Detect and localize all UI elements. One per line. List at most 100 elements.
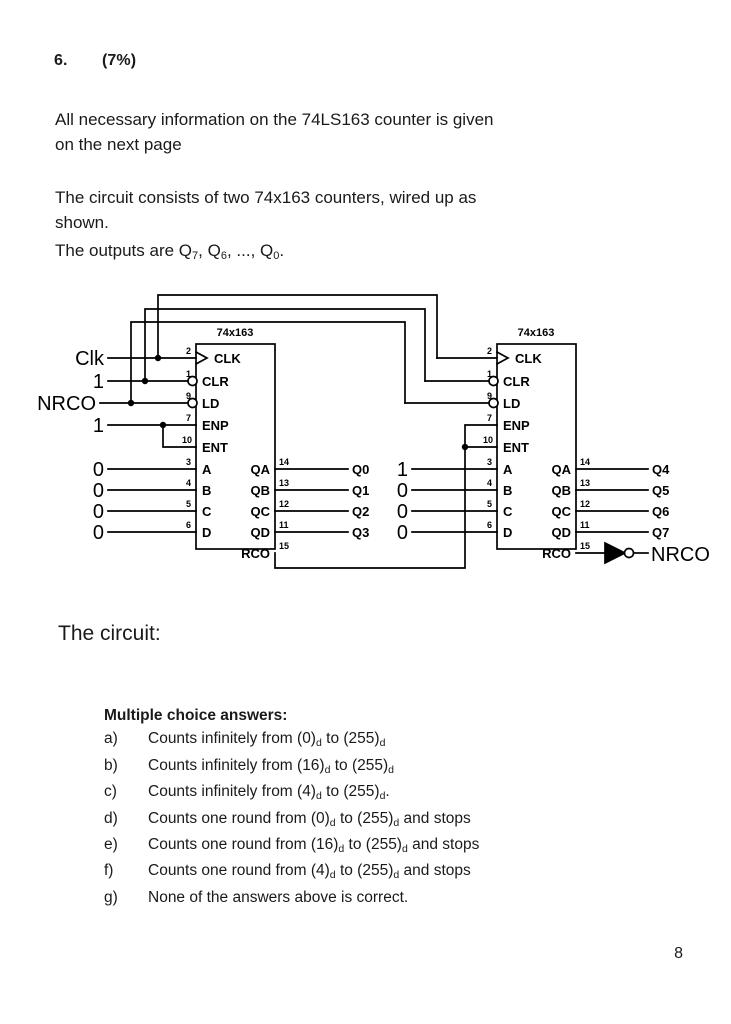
svg-text:1: 1 — [186, 369, 191, 379]
schematic-labels: 74x163 74x163 2 1 9 7 10 3 4 5 6 CLK — [37, 327, 710, 566]
answer-text-d: Counts one round from (0)d to (255)d and… — [148, 809, 471, 829]
wire-rco-to-ent — [274, 446, 498, 569]
circuit-diagram: 74x163 74x163 2 1 9 7 10 3 4 5 6 CLK — [0, 278, 731, 578]
svg-text:C: C — [503, 504, 513, 519]
inverter-bubble — [623, 547, 635, 559]
svg-text:3: 3 — [186, 457, 191, 467]
svg-text:ENP: ENP — [503, 418, 530, 433]
svg-text:Q7: Q7 — [652, 525, 669, 540]
svg-text:ENT: ENT — [503, 440, 529, 455]
svg-text:9: 9 — [186, 391, 191, 401]
multiple-choice-title: Multiple choice answers: — [104, 707, 288, 724]
answer-option-c[interactable]: c)Counts infinitely from (4)d to (255)d. — [104, 781, 479, 807]
answer-option-a[interactable]: a) Counts infinitely from (0)d to (255)d — [104, 728, 479, 754]
answer-text-a: Counts infinitely from (0)d to (255)d — [148, 730, 386, 750]
intro-line-1: All necessary information on the 74LS163… — [55, 110, 494, 129]
circuit-schematic-svg: 74x163 74x163 2 1 9 7 10 3 4 5 6 CLK — [37, 294, 710, 569]
answer-option-b[interactable]: b) Counts infinitely from (16)d to (255)d — [104, 755, 479, 781]
svg-text:Q6: Q6 — [652, 504, 669, 519]
chip-left-input-names: CLK CLR LD ENP ENT A B C D — [202, 351, 241, 540]
junction-enp-ent-right — [461, 443, 469, 451]
answer-key-c: c) — [104, 783, 117, 801]
wire-ld-bus — [130, 321, 406, 404]
chip-right-output-pin-numbers: 14 13 12 11 15 — [580, 457, 590, 551]
circuit-caption: The circuit: — [58, 622, 161, 645]
outputs-text-prefix: The outputs are Q — [55, 241, 193, 260]
svg-text:5: 5 — [487, 499, 492, 509]
svg-text:QD: QD — [552, 525, 572, 540]
svg-text:12: 12 — [580, 499, 590, 509]
svg-text:ENT: ENT — [202, 440, 228, 455]
answer-text-f: Counts one round from (4)d to (255)d and… — [148, 862, 471, 882]
svg-text:QA: QA — [251, 462, 271, 477]
svg-text:0: 0 — [93, 522, 104, 544]
chip-left-part-label: 74x163 — [217, 327, 254, 339]
svg-text:CLR: CLR — [202, 374, 229, 389]
svg-text:15: 15 — [279, 541, 289, 551]
svg-text:D: D — [202, 525, 211, 540]
svg-text:D: D — [503, 525, 512, 540]
wire-ent-branch-left — [162, 424, 197, 448]
ld-bubble-left — [187, 397, 198, 409]
svg-text:1: 1 — [93, 371, 104, 393]
answer-option-d[interactable]: d) Counts one round from (0)d to (255)d a… — [104, 808, 479, 834]
svg-text:15: 15 — [580, 541, 590, 551]
wire-junctions — [127, 354, 469, 451]
svg-text:4: 4 — [487, 478, 492, 488]
circuit-desc-line-1: The circuit consists of two 74x163 count… — [55, 188, 477, 207]
chip-right-output-names: QA QB QC QD RCO — [542, 462, 572, 561]
svg-text:1: 1 — [93, 415, 104, 437]
chip-right-data-signals: 1 0 0 0 — [397, 459, 408, 544]
svg-text:6: 6 — [487, 520, 492, 530]
svg-text:QB: QB — [552, 483, 572, 498]
svg-text:0: 0 — [93, 501, 104, 523]
svg-text:QB: QB — [251, 483, 271, 498]
answer-key-d: d) — [104, 809, 118, 827]
answer-text-b: Counts infinitely from (16)d to (255)d — [148, 756, 395, 776]
svg-text:ENP: ENP — [202, 418, 229, 433]
outputs-text-mid-1: , Q — [198, 241, 221, 260]
answer-key-a: a) — [104, 730, 118, 748]
svg-text:1: 1 — [487, 369, 492, 379]
clk-triangle-left — [194, 350, 209, 366]
svg-text:Q4: Q4 — [652, 462, 670, 477]
chip-left-output-signals: Q0 Q1 Q2 Q3 — [352, 462, 369, 540]
svg-text:RCO: RCO — [542, 546, 571, 561]
answer-text-g: None of the answers above is correct. — [148, 888, 409, 906]
svg-text:0: 0 — [93, 480, 104, 502]
svg-text:13: 13 — [279, 478, 289, 488]
intro-line-2: on the next page — [55, 135, 182, 154]
chip-right-part-label: 74x163 — [518, 327, 555, 339]
svg-text:LD: LD — [503, 396, 520, 411]
answer-key-b: b) — [104, 756, 118, 774]
question-header: 6.(7%) — [54, 52, 136, 70]
svg-text:QC: QC — [552, 504, 572, 519]
svg-text:7: 7 — [186, 413, 191, 423]
answer-option-g[interactable]: g) None of the answers above is correct. — [104, 887, 479, 909]
svg-text:0: 0 — [397, 522, 408, 544]
svg-text:Q5: Q5 — [652, 483, 669, 498]
outputs-text-suffix: . — [279, 241, 285, 260]
svg-text:Clk: Clk — [75, 348, 105, 370]
chip-right-body — [496, 343, 577, 550]
wire-clr-bus — [144, 308, 426, 382]
svg-text:0: 0 — [93, 459, 104, 481]
svg-text:Q0: Q0 — [352, 462, 369, 477]
question-points: (7%) — [102, 52, 137, 69]
svg-text:Q3: Q3 — [352, 525, 369, 540]
answer-option-e[interactable]: e)Counts one round from (16)d to (255)d … — [104, 834, 479, 860]
svg-text:10: 10 — [483, 435, 493, 445]
inverter-triangle — [604, 541, 627, 565]
svg-text:12: 12 — [279, 499, 289, 509]
clr-bubble-right — [488, 375, 499, 387]
svg-text:4: 4 — [186, 478, 191, 488]
multiple-choice-block: Multiple choice answers: a) Counts infini… — [104, 705, 479, 909]
chip-left-pin-numbers: 2 1 9 7 10 3 4 5 6 — [182, 346, 192, 530]
answer-option-f[interactable]: f)Counts one round from (4)d to (255)d a… — [104, 860, 479, 886]
answer-key-g: g) — [104, 888, 118, 906]
chip-left-body — [195, 343, 276, 550]
svg-text:A: A — [202, 462, 212, 477]
svg-text:5: 5 — [186, 499, 191, 509]
svg-text:1: 1 — [397, 459, 408, 481]
svg-text:CLK: CLK — [214, 351, 241, 366]
